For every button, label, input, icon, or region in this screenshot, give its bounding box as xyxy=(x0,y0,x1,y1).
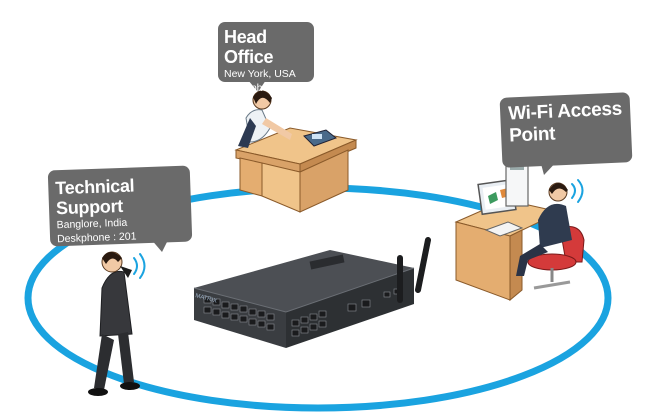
technical-support-title: Technical Support xyxy=(54,175,135,219)
computer-monitor-icon xyxy=(477,159,529,237)
technical-support-callout: Technical Support Banglore, India Deskph… xyxy=(47,165,193,247)
person-at-computer-icon xyxy=(516,182,572,276)
wifi-access-point-callout: Wi-Fi Access Point xyxy=(499,92,633,168)
device-brand-label: MATRIX xyxy=(194,293,217,305)
phone-signal-icon xyxy=(133,253,146,279)
desk-phone-icon xyxy=(303,129,338,147)
head-office-callout: Head Office New York, USA Desk phone : 3… xyxy=(218,22,314,94)
wifi-title-line2: Point xyxy=(508,123,556,147)
head-office-title: Head Office xyxy=(224,27,274,67)
head-office-phone: Desk phone : 301 xyxy=(224,82,307,94)
person-on-phone-icon xyxy=(238,90,292,148)
head-office-callout-pointer xyxy=(248,80,266,92)
office-chair-icon xyxy=(527,226,585,290)
walking-person-icon xyxy=(88,251,140,396)
wifi-signal-icon xyxy=(571,179,584,203)
antenna-icon xyxy=(397,237,431,303)
head-office-location: New York, USA xyxy=(224,68,296,80)
